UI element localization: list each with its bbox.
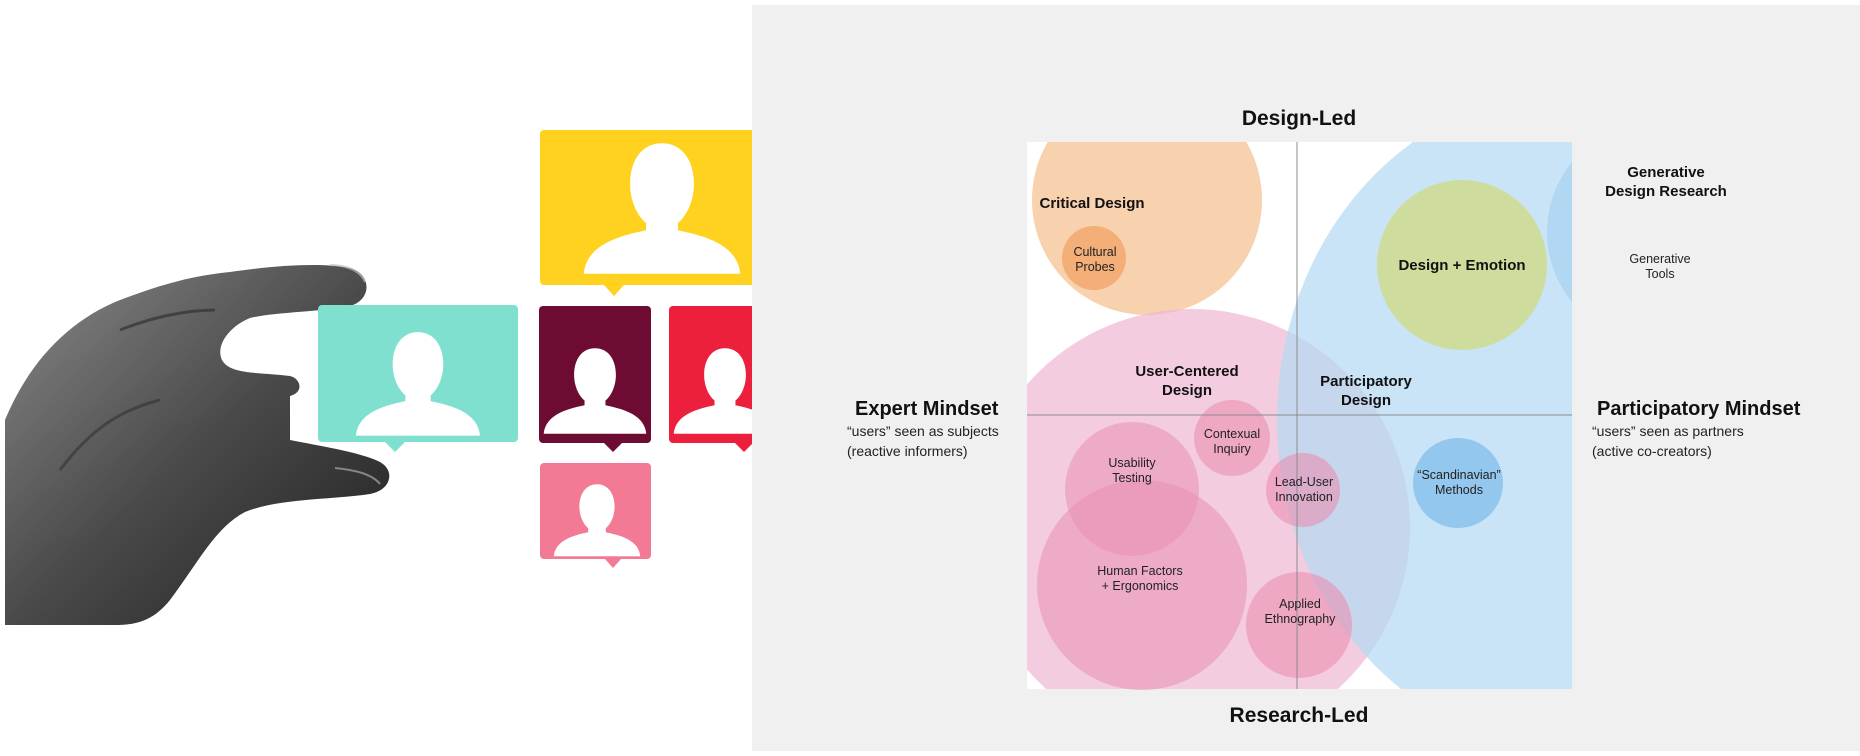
profile-cards-illustration [0, 0, 850, 751]
generative-tools-label-1: Generative [1629, 252, 1690, 266]
scandinavian-methods-label-2: Methods [1435, 483, 1483, 497]
lead-user-label-1: Lead-User [1275, 475, 1333, 489]
expert-mindset-line1: “users” seen as subjects [847, 423, 999, 439]
participatory-mindset-line1: “users” seen as partners [1592, 423, 1744, 439]
usability-testing-label-1: Usability [1108, 456, 1156, 470]
ucd-label-2: Design [1162, 382, 1212, 399]
critical-design-label: Critical Design [1039, 195, 1144, 212]
lead-user-bubble [1266, 453, 1340, 527]
generative-research-label-1: Generative [1627, 164, 1705, 181]
maroon-profile-card [539, 306, 651, 452]
expert-mindset-title: Expert Mindset [855, 398, 999, 420]
generative-design-research-area [1547, 162, 1572, 302]
axis-bottom-label: Research-Led [1230, 704, 1369, 727]
generative-research-label-2: Design Research [1605, 183, 1727, 200]
cultural-probes-label-1: Cultural [1073, 245, 1116, 259]
usability-testing-bubble [1065, 422, 1199, 556]
pink-profile-card [540, 463, 651, 568]
participatory-mindset-title: Participatory Mindset [1597, 398, 1801, 420]
human-factors-label-1: Human Factors [1097, 564, 1182, 578]
contextual-inquiry-bubble [1194, 400, 1270, 476]
usability-testing-label-2: Testing [1112, 471, 1152, 485]
scandinavian-methods-label-1: “Scandinavian” [1417, 468, 1500, 482]
applied-ethnography-label-1: Applied [1279, 597, 1321, 611]
teal-profile-card [318, 305, 518, 452]
pd-label-2: Design [1341, 392, 1391, 409]
applied-ethnography-label-2: Ethnography [1265, 612, 1337, 626]
hand-with-cards-image [5, 100, 840, 625]
expert-mindset-line2: (reactive informers) [847, 443, 968, 459]
design-research-map: Design-Led Research-Led Expert Mindset “… [752, 5, 1860, 751]
design-emotion-area [1377, 180, 1547, 350]
yellow-profile-card [540, 130, 784, 296]
scandinavian-methods-bubble [1413, 438, 1503, 528]
ucd-label-1: User-Centered [1135, 363, 1238, 380]
generative-tools-label-2: Tools [1645, 267, 1674, 281]
lead-user-label-2: Innovation [1275, 490, 1333, 504]
design-emotion-label: Design + Emotion [1398, 257, 1525, 274]
cultural-probes-bubble [1062, 226, 1126, 290]
generative-tools-bubble [1607, 216, 1707, 316]
hand-icon [5, 264, 390, 625]
pd-label-1: Participatory [1320, 373, 1412, 390]
cultural-probes-label-2: Probes [1075, 260, 1115, 274]
contextual-inquiry-label-2: Inquiry [1213, 442, 1251, 456]
human-factors-label-2: + Ergonomics [1102, 579, 1179, 593]
landscape-diagram: Design-Led Research-Led Expert Mindset “… [847, 107, 1801, 727]
participatory-mindset-line2: (active co-creators) [1592, 443, 1712, 459]
applied-ethnography-bubble [1246, 572, 1352, 678]
contextual-inquiry-label-1: Contexual [1204, 427, 1260, 441]
axis-top-label: Design-Led [1242, 107, 1356, 130]
